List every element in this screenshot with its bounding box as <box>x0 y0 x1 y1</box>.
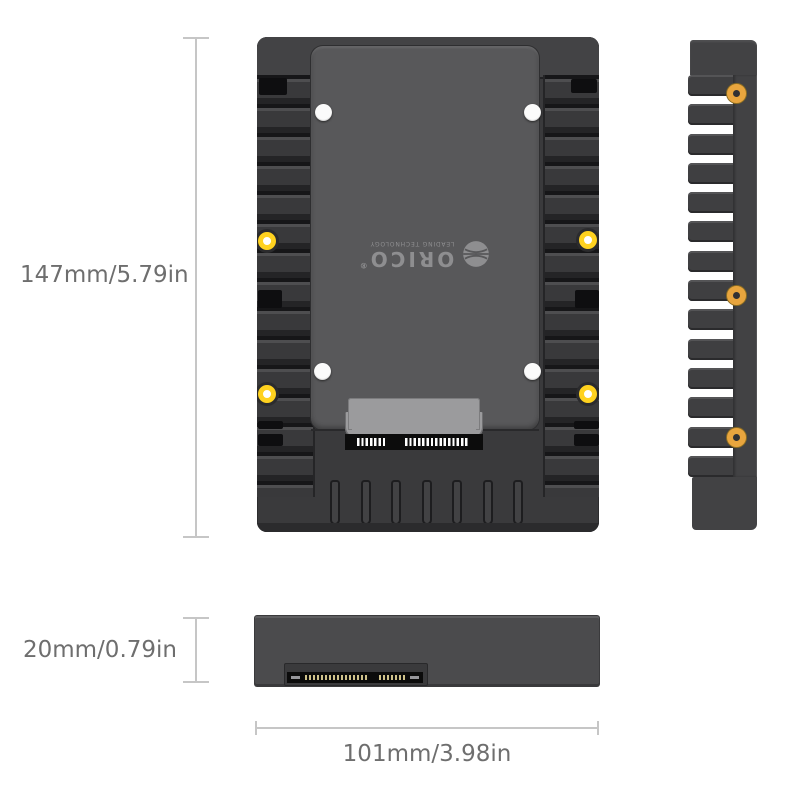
screw-hole-icon <box>524 104 541 121</box>
sata-end-block <box>408 674 421 681</box>
rail-notch <box>259 78 287 95</box>
rail-notch <box>258 421 283 429</box>
rail-notch <box>574 421 599 429</box>
logo-text: ORICO® LEADING TECHNOLOGY <box>359 240 455 271</box>
height-dimension-label: 147mm/5.79in <box>20 262 189 288</box>
side-bottom-block <box>692 477 757 530</box>
comb-slots <box>330 480 523 527</box>
gold-rivet-icon <box>258 385 276 403</box>
side-screw-hole-icon <box>727 286 746 305</box>
side-fins <box>688 75 734 477</box>
width-dimension-line <box>255 721 599 735</box>
drive-tray-panel: ORICO® LEADING TECHNOLOGY <box>311 46 541 430</box>
thickness-dimension-label: 20mm/0.79in <box>22 637 177 663</box>
height-dimension-line <box>183 37 209 538</box>
rail-notch <box>258 290 282 308</box>
side-fin <box>688 338 734 360</box>
side-fin <box>688 426 734 448</box>
brand-name: ORICO® <box>359 247 455 271</box>
side-fin <box>688 221 734 243</box>
side-fin <box>688 309 734 331</box>
comb-slot <box>391 480 401 525</box>
registered-mark: ® <box>359 261 368 270</box>
side-screw-hole-icon <box>727 84 746 103</box>
width-dimension-label: 101mm/3.98in <box>342 741 512 767</box>
side-fin <box>688 367 734 389</box>
sata-pin-housing <box>345 434 483 450</box>
side-top-block <box>690 40 757 75</box>
side-fin <box>688 280 734 302</box>
side-fin <box>688 75 734 96</box>
comb-slot <box>482 480 493 525</box>
bottom-view <box>255 616 599 686</box>
gold-rivet-icon <box>579 231 597 249</box>
front-bottom-strip <box>257 523 599 532</box>
brand-tagline: LEADING TECHNOLOGY <box>369 240 455 247</box>
side-fin <box>688 455 734 477</box>
side-fin <box>688 162 734 184</box>
gold-rivet-icon <box>258 232 276 250</box>
side-view <box>688 40 757 530</box>
thickness-dimension-line <box>183 617 209 683</box>
sata-connector-bottom <box>284 663 428 686</box>
globe-icon <box>463 241 490 268</box>
sata-pins-long <box>405 438 469 446</box>
rail-notch <box>575 290 599 308</box>
sata-end-block <box>289 674 302 681</box>
side-fin <box>688 397 734 419</box>
side-fin <box>688 192 734 214</box>
side-fin <box>688 133 734 155</box>
front-view: ORICO® LEADING TECHNOLOGY <box>257 37 599 532</box>
comb-slot <box>421 480 432 525</box>
comb-slot <box>452 480 462 525</box>
side-rail-bar <box>733 75 757 477</box>
screw-hole-icon <box>315 104 332 121</box>
sata-connector-body <box>348 398 480 430</box>
comb-slot <box>360 480 371 525</box>
sata-bottom-pins-long <box>305 675 369 680</box>
sata-pins-short <box>357 438 387 446</box>
sata-connector <box>345 398 483 452</box>
side-screw-hole-icon <box>727 428 746 447</box>
rail-notch <box>571 79 597 93</box>
side-fin <box>688 250 734 272</box>
rail-notch <box>574 434 599 446</box>
comb-slot <box>513 480 523 525</box>
gold-rivet-icon <box>579 385 597 403</box>
side-fin <box>688 104 734 126</box>
orico-logo: ORICO® LEADING TECHNOLOGY <box>311 240 539 271</box>
screw-hole-icon <box>524 363 541 380</box>
screw-hole-icon <box>314 363 331 380</box>
comb-slot <box>330 480 340 525</box>
sata-bottom-pins-short <box>379 675 406 680</box>
rail-notch <box>258 434 283 446</box>
sata-connector-base <box>352 428 476 436</box>
